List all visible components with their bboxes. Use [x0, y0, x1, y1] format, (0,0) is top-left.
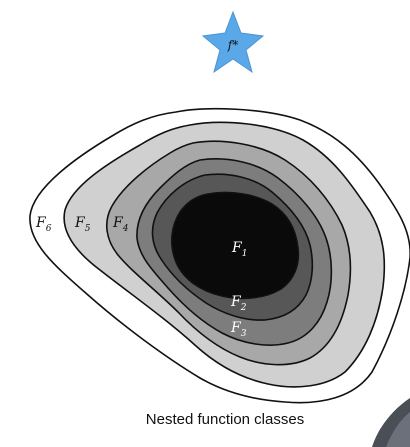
region-label-f5: F5	[74, 215, 91, 234]
region-label-f1-main: F	[231, 240, 243, 256]
region-label-f5-main: F	[74, 215, 86, 231]
region-label-f3: F3	[230, 320, 247, 339]
presenter-photo-highlight	[386, 412, 410, 447]
region-label-f4-sub: 4	[122, 224, 129, 234]
region-label-f1: F1	[231, 240, 247, 259]
region-label-f3-sub: 3	[241, 329, 247, 339]
target-function-label: f*	[227, 38, 238, 52]
region-label-f5-sub: 5	[85, 224, 91, 234]
region-label-f6-sub: 6	[46, 224, 52, 234]
diagram-caption: Nested function classes	[146, 411, 304, 428]
region-label-f2-sub: 2	[240, 303, 247, 313]
region-label-f6-main: F	[35, 215, 47, 231]
region-label-f4-main: F	[112, 215, 124, 231]
region-label-f3-main: F	[230, 320, 242, 336]
region-label-f4: F4	[112, 215, 129, 234]
presenter-photo-corner	[372, 398, 410, 447]
function-class-region-f1	[171, 191, 300, 300]
region-label-f2: F2	[230, 294, 247, 313]
star-icon	[201, 10, 265, 74]
region-label-f6: F6	[35, 215, 52, 234]
region-label-f2-main: F	[230, 294, 242, 310]
function-class-regions	[29, 107, 410, 404]
region-labels: F6 F5 F4 F1 F2 F3	[35, 215, 247, 339]
region-label-f1-sub: 1	[242, 249, 248, 259]
target-function-star: f*	[201, 10, 265, 74]
